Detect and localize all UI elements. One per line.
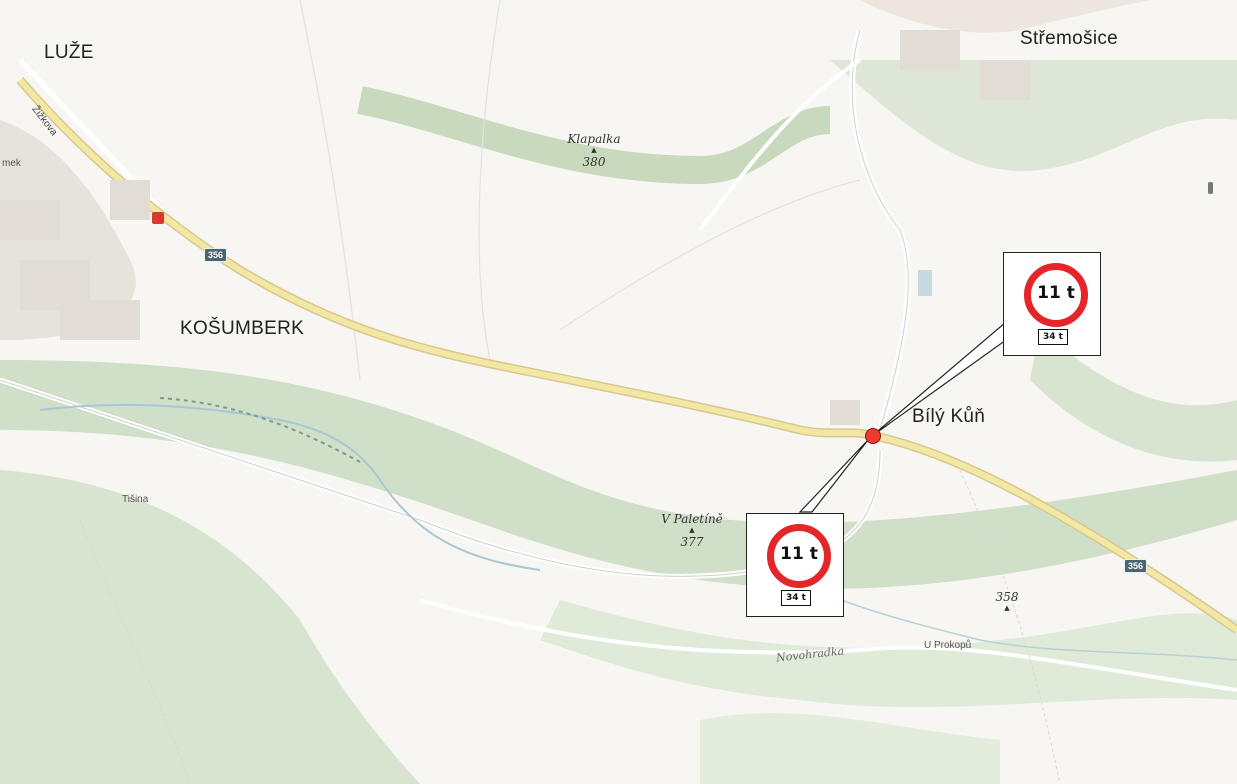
road-shield-356-east: 356 (1124, 559, 1148, 573)
place-label-kosumberk: KOŠUMBERK (180, 318, 305, 339)
place-label-bily-kun: Bílý Kůň (912, 406, 986, 427)
place-label-luze: LUŽE (44, 42, 94, 63)
peak-klapalka: Klapalka ▲ 380 (560, 132, 628, 169)
fuel-station-icon[interactable] (152, 212, 164, 224)
place-label-tisina: Tišina (122, 494, 149, 505)
peak-triangle-icon: ▲ (1004, 604, 1010, 612)
place-label-zamek: mek (2, 158, 21, 169)
sign-limit-text: 11 t (780, 544, 818, 564)
sign-supplementary-plate: 34 t (1038, 329, 1068, 345)
location-marker-icon[interactable] (865, 428, 881, 444)
poi-icon (1208, 182, 1213, 194)
peak-unnamed: 358 ▲ (985, 590, 1029, 613)
place-label-stremosice: Střemošice (1020, 28, 1119, 49)
road-shield-356: 356 (204, 248, 228, 262)
peak-v-paletine: V Paletíně ▲ 377 (652, 512, 732, 549)
peak-name: V Paletíně (661, 512, 723, 526)
peak-elevation: 358 (995, 590, 1019, 604)
sign-supplementary-plate: 34 t (781, 590, 811, 606)
sign-circle: 11 t (1024, 263, 1088, 327)
peak-elevation: 380 (582, 155, 606, 169)
weight-limit-sign-lower: 11 t 34 t (746, 513, 844, 617)
sign-limit-text: 11 t (1037, 283, 1075, 303)
peak-triangle-icon: ▲ (689, 526, 695, 534)
weight-limit-sign-upper: 11 t 34 t (1003, 252, 1101, 356)
place-label-u-prokopu: U Prokopů (924, 640, 972, 651)
sign-circle: 11 t (767, 524, 831, 588)
peak-elevation: 377 (680, 535, 704, 549)
peak-name: Klapalka (567, 132, 621, 146)
peak-triangle-icon: ▲ (591, 146, 597, 154)
